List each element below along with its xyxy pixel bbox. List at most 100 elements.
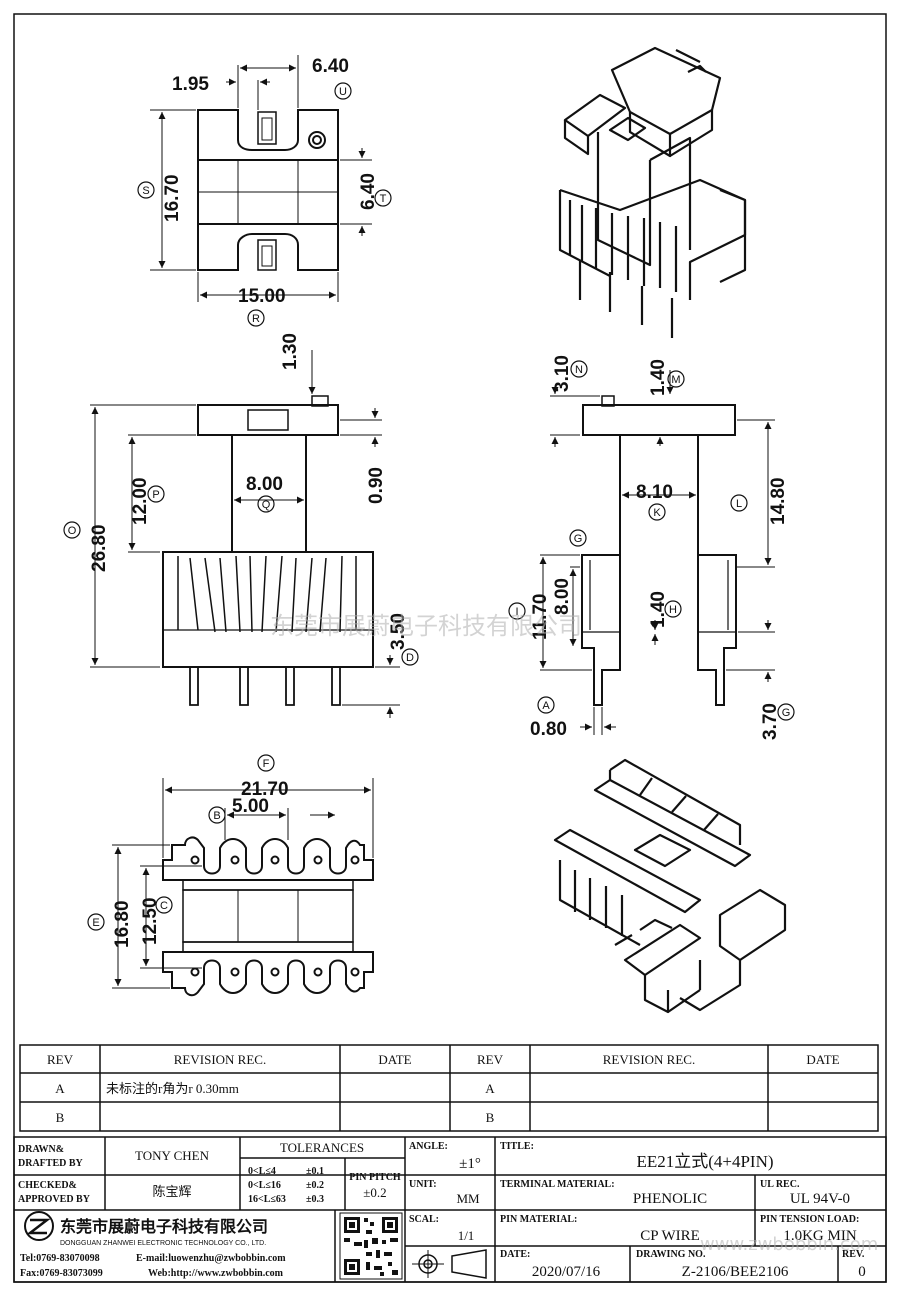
rev-label: REV. — [842, 1249, 865, 1260]
rev-header-5: REVISION REC. — [603, 1052, 695, 1067]
rev-header-6: DATE — [806, 1052, 839, 1067]
pin-tension-value: 1.0KG MIN — [783, 1228, 856, 1244]
label-g-bottom: G — [782, 707, 791, 719]
pin-material-value: CP WIRE — [640, 1228, 700, 1244]
side-view-dimensions — [539, 370, 775, 735]
rev-header-3: DATE — [378, 1052, 411, 1067]
rev-row-b-rev-2: B — [486, 1110, 495, 1125]
qr-code-icon — [339, 1212, 403, 1280]
top-view-dimensions — [150, 55, 372, 302]
label-b: B — [213, 810, 220, 822]
title-block — [13, 1136, 887, 1283]
company-name-en: DONGGUAN ZHANWEI ELECTRONIC TECHNOLOGY C… — [60, 1240, 266, 1247]
label-t: T — [380, 193, 387, 205]
title-label: TITLE: — [500, 1141, 534, 1152]
dim-bottom-2: 5.00 — [232, 796, 269, 817]
dim-side-7: 1.40 — [648, 591, 669, 628]
angle-value: ±1° — [459, 1156, 481, 1172]
tol-value-3: ±0.3 — [306, 1194, 324, 1205]
dim-top-3: 16.70 — [162, 174, 183, 222]
unit-value: MM — [456, 1191, 480, 1206]
dim-front-1: 1.30 — [280, 333, 301, 370]
rev-row-a-rec: 未标注的r角为r 0.30mm — [106, 1081, 239, 1096]
terminal-material-label: TERMINAL MATERIAL: — [500, 1179, 615, 1190]
tol-value-1: ±0.1 — [306, 1166, 324, 1177]
revision-table — [19, 1044, 879, 1132]
dim-front-3: 26.80 — [89, 524, 110, 572]
pin-material-label: PIN MATERIAL: — [500, 1214, 577, 1225]
label-u: U — [339, 86, 347, 98]
rev-header-2: REVISION REC. — [174, 1052, 266, 1067]
drawn-label-line-2: DRAFTED BY — [18, 1158, 84, 1169]
scale-value: 1/1 — [458, 1228, 475, 1243]
dim-side-5: 11.70 — [530, 594, 551, 641]
pin-pitch-value: ±0.2 — [363, 1185, 386, 1200]
dim-top-1: 1.95 — [172, 74, 209, 95]
dim-bottom-3: 16.80 — [112, 900, 133, 948]
checked-label-2: APPROVED BY — [18, 1194, 91, 1205]
date-value: 2020/07/16 — [532, 1264, 601, 1280]
label-i: I — [515, 606, 518, 618]
company-tel: Tel:0769-83070098 — [20, 1253, 100, 1264]
pin-tension-label: PIN TENSION LOAD: — [760, 1214, 859, 1225]
drawn-label-1: DRAWN& — [18, 1144, 64, 1155]
top-view — [197, 109, 339, 271]
tol-range-2: 0<L≤16 — [248, 1180, 281, 1191]
ul-rec-value: UL 94V-0 — [790, 1191, 850, 1207]
label-d: D — [406, 652, 414, 664]
dim-front-5: 0.90 — [366, 467, 387, 504]
projection-symbol-icon — [412, 1249, 487, 1279]
company-name-cn: 东莞市展蔚电子科技有限公司 — [60, 1217, 268, 1236]
dim-front-2: 12.00 — [130, 477, 151, 525]
label-q: Q — [262, 499, 271, 511]
label-n: N — [575, 364, 583, 376]
drawn-by: TONY CHEN — [135, 1148, 210, 1163]
label-s: S — [142, 185, 149, 197]
dim-top-2: 6.40 — [312, 56, 349, 77]
label-e: E — [92, 917, 99, 929]
checked-label-1: CHECKED& — [18, 1180, 77, 1191]
label-g-top: G — [574, 533, 583, 545]
checked-label-line-1: CHECKED& — [18, 1180, 77, 1191]
date-label: DATE: — [500, 1249, 530, 1260]
isometric-view-top — [558, 46, 747, 338]
tolerances-label: TOLERANCES — [280, 1140, 364, 1155]
side-view — [581, 395, 737, 706]
watermark-url: www.zwbobbin.com — [700, 1234, 878, 1255]
rev-row-a-rev: A — [55, 1081, 65, 1096]
label-a: A — [542, 700, 550, 712]
label-k: K — [653, 507, 661, 519]
drawing-no-value: Z-2106/BEE2106 — [682, 1264, 789, 1280]
dim-side-3: 8.10 — [636, 482, 673, 503]
label-h: H — [669, 604, 677, 616]
tol-range-3: 16<L≤63 — [248, 1194, 286, 1205]
approved-by: 陈宝辉 — [152, 1184, 191, 1199]
label-p: P — [152, 489, 159, 501]
dim-side-1: 3.10 — [552, 355, 573, 392]
company-logo — [24, 1211, 54, 1241]
tol-range-1: 0<L≤4 — [248, 1166, 276, 1177]
bottom-view-dimensions — [112, 778, 374, 989]
company-web: Web:http://www.zwbobbin.com — [148, 1268, 284, 1279]
angle-label: ANGLE: — [409, 1141, 448, 1152]
isometric-view-bottom — [553, 758, 787, 1014]
dim-side-4: 14.80 — [768, 477, 789, 525]
watermark-text: 东莞市展蔚电子科技有限公司 — [270, 612, 582, 640]
tol-value-2: ±0.2 — [306, 1180, 324, 1191]
ul-rec-label: UL REC. — [760, 1179, 800, 1190]
dim-side-8: 0.80 — [530, 719, 567, 740]
rev-row-a-rev-2: A — [485, 1081, 495, 1096]
pin-pitch-label: PIN PITCH — [349, 1172, 401, 1183]
label-f: F — [263, 758, 270, 770]
dim-bottom-4: 12.50 — [140, 897, 161, 945]
dim-side-2: 1.40 — [648, 359, 669, 396]
company-fax: Fax:0769-83073099 — [20, 1268, 103, 1279]
label-r: R — [252, 313, 260, 325]
front-view-dimensions — [90, 350, 400, 718]
dim-front-4: 8.00 — [246, 474, 283, 495]
drawn-label-line-1: DRAWN& — [18, 1144, 64, 1155]
label-c: C — [160, 900, 168, 912]
dim-side-6: 8.00 — [552, 578, 573, 615]
bottom-view — [162, 836, 374, 997]
